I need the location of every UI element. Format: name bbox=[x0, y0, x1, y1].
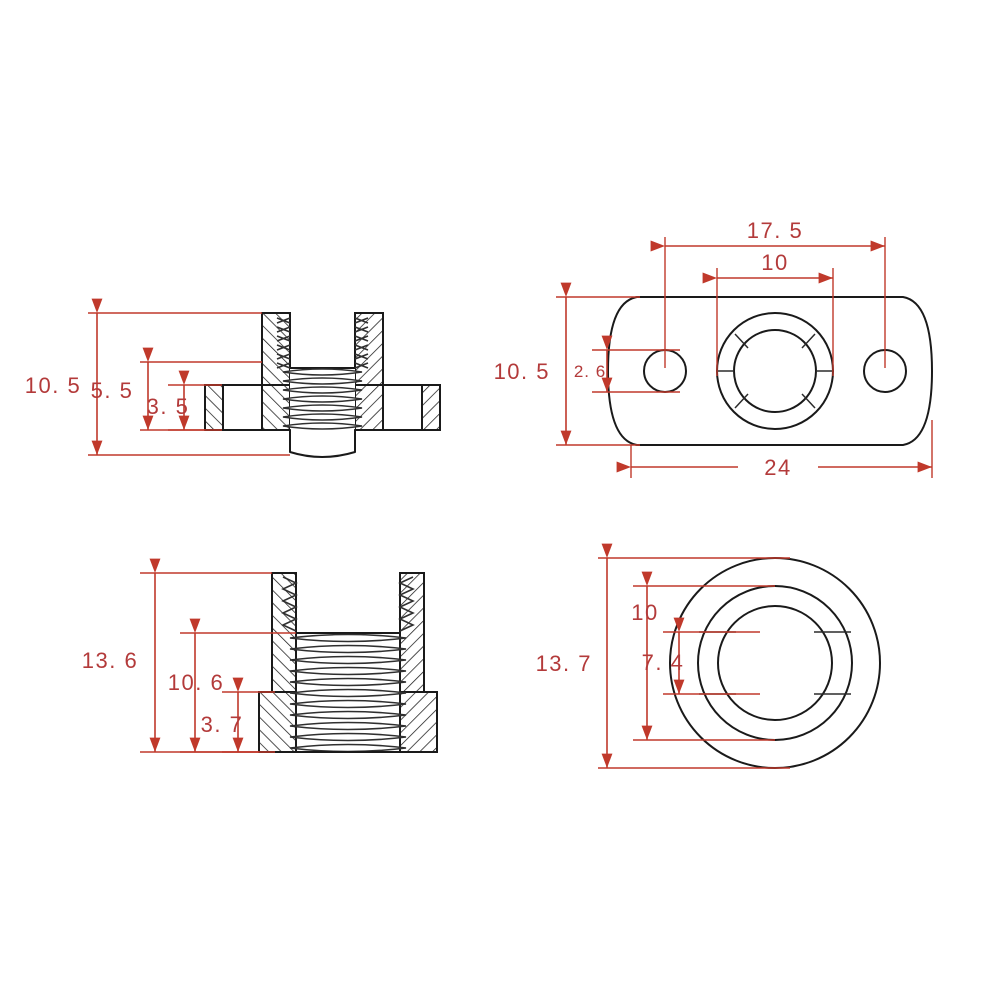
dim-label-bore-diameter: 7. 4 bbox=[642, 650, 685, 675]
dim-label-base-thickness: 3. 7 bbox=[201, 712, 244, 737]
front-section-geometry bbox=[204, 312, 441, 458]
base-flange-left bbox=[258, 691, 297, 753]
dim-label-flange-thickness: 3. 5 bbox=[147, 394, 190, 419]
side-section-dimensions: 13. 6 10. 6 3. 7 bbox=[82, 558, 296, 753]
front-section-dimensions: 10. 5 5. 5 3. 5 bbox=[25, 298, 290, 456]
thread-helix-stack bbox=[282, 368, 363, 430]
base-flange-right bbox=[399, 691, 438, 753]
dim-label-overall-height: 10. 5 bbox=[25, 373, 81, 398]
dim-label-plate-height: 10. 5 bbox=[494, 359, 550, 384]
side-section-view: 13. 6 10. 6 3. 7 bbox=[82, 558, 438, 753]
thread-profile-right-side bbox=[398, 576, 415, 632]
dim-label-barrel-height: 5. 5 bbox=[91, 378, 134, 403]
body-right-wall-side bbox=[399, 572, 425, 693]
side-section-geometry bbox=[258, 572, 438, 753]
dim-label-hole-diameter: 2. 6 bbox=[574, 362, 606, 381]
end-circular-view: 13. 7 10 7. 4 bbox=[536, 543, 881, 769]
dim-label-side-overall: 13. 6 bbox=[82, 648, 138, 673]
notch-lower-left bbox=[734, 393, 749, 409]
slot-cavity bbox=[296, 573, 400, 633]
front-section-view: 10. 5 5. 5 3. 5 bbox=[25, 298, 441, 458]
dim-label-middle-diameter: 10 bbox=[631, 600, 658, 625]
dim-label-outer-diameter: 13. 7 bbox=[536, 651, 592, 676]
notch-lower-right bbox=[801, 393, 816, 409]
dim-label-boss-diameter: 10 bbox=[761, 250, 788, 275]
dim-label-body-height: 10. 6 bbox=[168, 670, 224, 695]
notch-upper-left bbox=[734, 333, 749, 349]
notch-upper-right bbox=[801, 333, 816, 349]
thread-helix-stack-side bbox=[289, 633, 407, 753]
inner-bore-circle bbox=[717, 605, 833, 721]
dim-label-hole-distance: 17. 5 bbox=[747, 218, 803, 243]
flange-left-arm-section bbox=[204, 384, 224, 431]
thread-profile-left-side bbox=[281, 576, 298, 632]
end-circular-dimensions: 13. 7 10 7. 4 bbox=[536, 543, 790, 769]
dim-label-plate-width: 24 bbox=[764, 455, 791, 480]
thread-profile-upper-left bbox=[276, 317, 291, 369]
thread-profile-upper-right bbox=[354, 317, 369, 369]
flange-right-arm-section bbox=[421, 384, 441, 431]
top-plate-view: 17. 5 10 10. 5 2. 6 24 bbox=[494, 218, 933, 480]
top-plate-dimensions: 17. 5 10 10. 5 2. 6 24 bbox=[494, 218, 933, 480]
bottom-boss bbox=[289, 429, 356, 458]
